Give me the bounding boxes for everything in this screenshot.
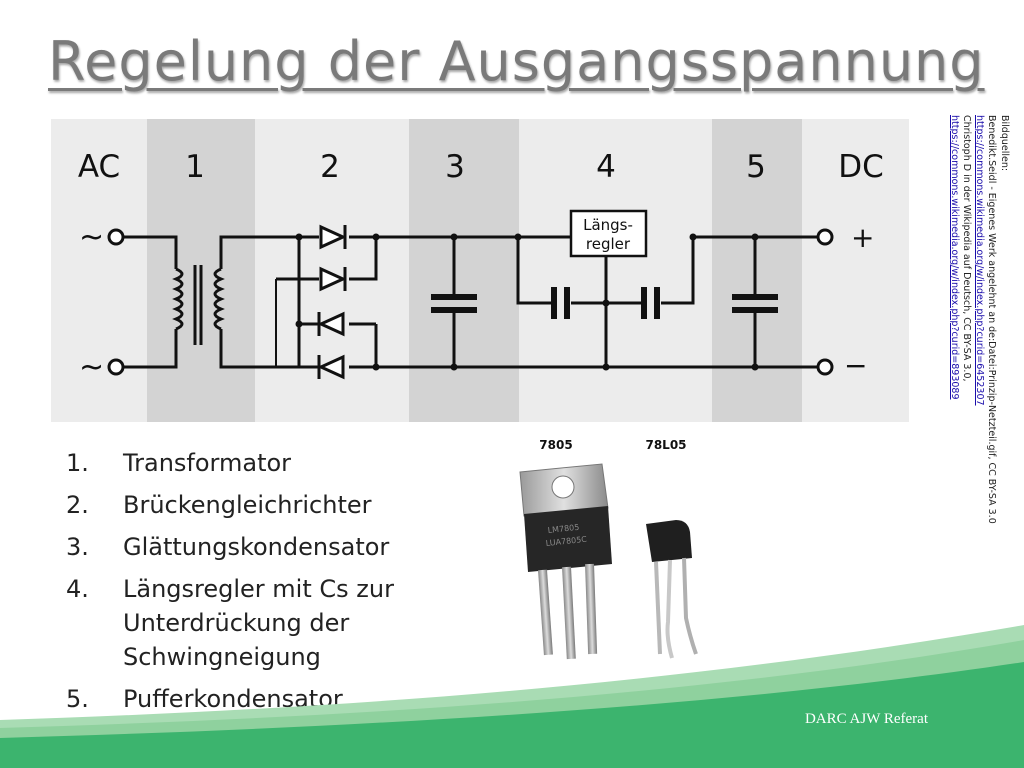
list-item-text: Glättungskondensator (123, 533, 390, 561)
list-item-text: Längsregler mit Cs zur Unterdrückung der… (123, 575, 394, 671)
terminal-ac-bottom (107, 358, 125, 376)
list-item-number: 5. (66, 685, 89, 713)
sources-link-1[interactable]: https://commons.wikimedia.org/w/index.ph… (974, 115, 985, 406)
stage-label-ac: AC (78, 149, 120, 185)
chip-marking-2: LUA7805C (545, 535, 587, 548)
footer-wave (0, 625, 1024, 768)
list-item: 1. Transformator (66, 446, 466, 480)
list-item: 4. Längsregler mit Cs zur Unterdrückung d… (66, 572, 466, 674)
list-item-text: Brückengleichrichter (123, 491, 372, 519)
stage-label-5: 5 (746, 149, 766, 185)
dc-plus-sign: + (851, 221, 874, 254)
list-item-number: 1. (66, 449, 89, 477)
list-item-number: 4. (66, 575, 89, 603)
sources-heading: Bildquellen: (999, 115, 1010, 172)
regulator-photo: 7805 78L05 LM7805 LUA7805C (519, 438, 698, 660)
label-7805: 7805 (539, 438, 572, 452)
stage-3-band (409, 119, 519, 422)
footer-label: DARC AJW Referat (804, 711, 928, 727)
label-78l05: 78L05 (645, 438, 686, 452)
regulator-box (569, 209, 648, 258)
sources-line-1: Benedikt.Seidl - Eigenes Werk angelehnt … (986, 115, 998, 524)
list-item-number: 3. (66, 533, 89, 561)
sources-line-2: Christoph D in der Wikipedia auf Deutsch… (961, 115, 973, 382)
terminal-dc-plus (816, 228, 834, 246)
list-item-text: Transformator (123, 449, 292, 477)
regulator-label-line2: regler (586, 235, 631, 253)
stage-label-1: 1 (185, 149, 205, 185)
dc-minus-sign: − (844, 349, 867, 382)
list-item: 5.Pufferkondensator (66, 682, 466, 716)
list-item: 2. Brückengleichrichter (66, 488, 466, 522)
image-sources: Bildquellen: Benedikt.Seidl - Eigenes We… (936, 115, 1012, 524)
stage-label-2: 2 (320, 149, 340, 185)
chip-marking-1: LM7805 (547, 523, 579, 535)
terminal-dc-minus (816, 358, 834, 376)
list-item-number: 2. (66, 491, 89, 519)
stage-label-4: 4 (596, 149, 616, 185)
to220-package: LM7805 LUA7805C (519, 463, 612, 660)
bridge-diodes (317, 224, 347, 380)
stage-5-band (712, 119, 802, 422)
ac-symbol-bottom: ~ (79, 350, 104, 385)
sources-link-2[interactable]: https://commons.wikimedia.org/w/index.ph… (949, 115, 960, 400)
page-title: Regelung der Ausgangsspannung (48, 30, 985, 93)
list-item: 3. Glättungskondensator (66, 530, 466, 564)
to92-package (646, 520, 698, 659)
power-supply-schematic: AC 1 2 3 4 5 DC ~ ~ (51, 119, 909, 422)
regulator-label-line1: Längs- (583, 216, 633, 234)
stage-label-3: 3 (445, 149, 465, 185)
stage-label-dc: DC (838, 149, 884, 185)
terminal-ac-top (107, 228, 125, 246)
component-list: 1. Transformator 2. Brückengleichrichter 3… (66, 446, 466, 724)
ac-symbol-top: ~ (79, 220, 104, 255)
